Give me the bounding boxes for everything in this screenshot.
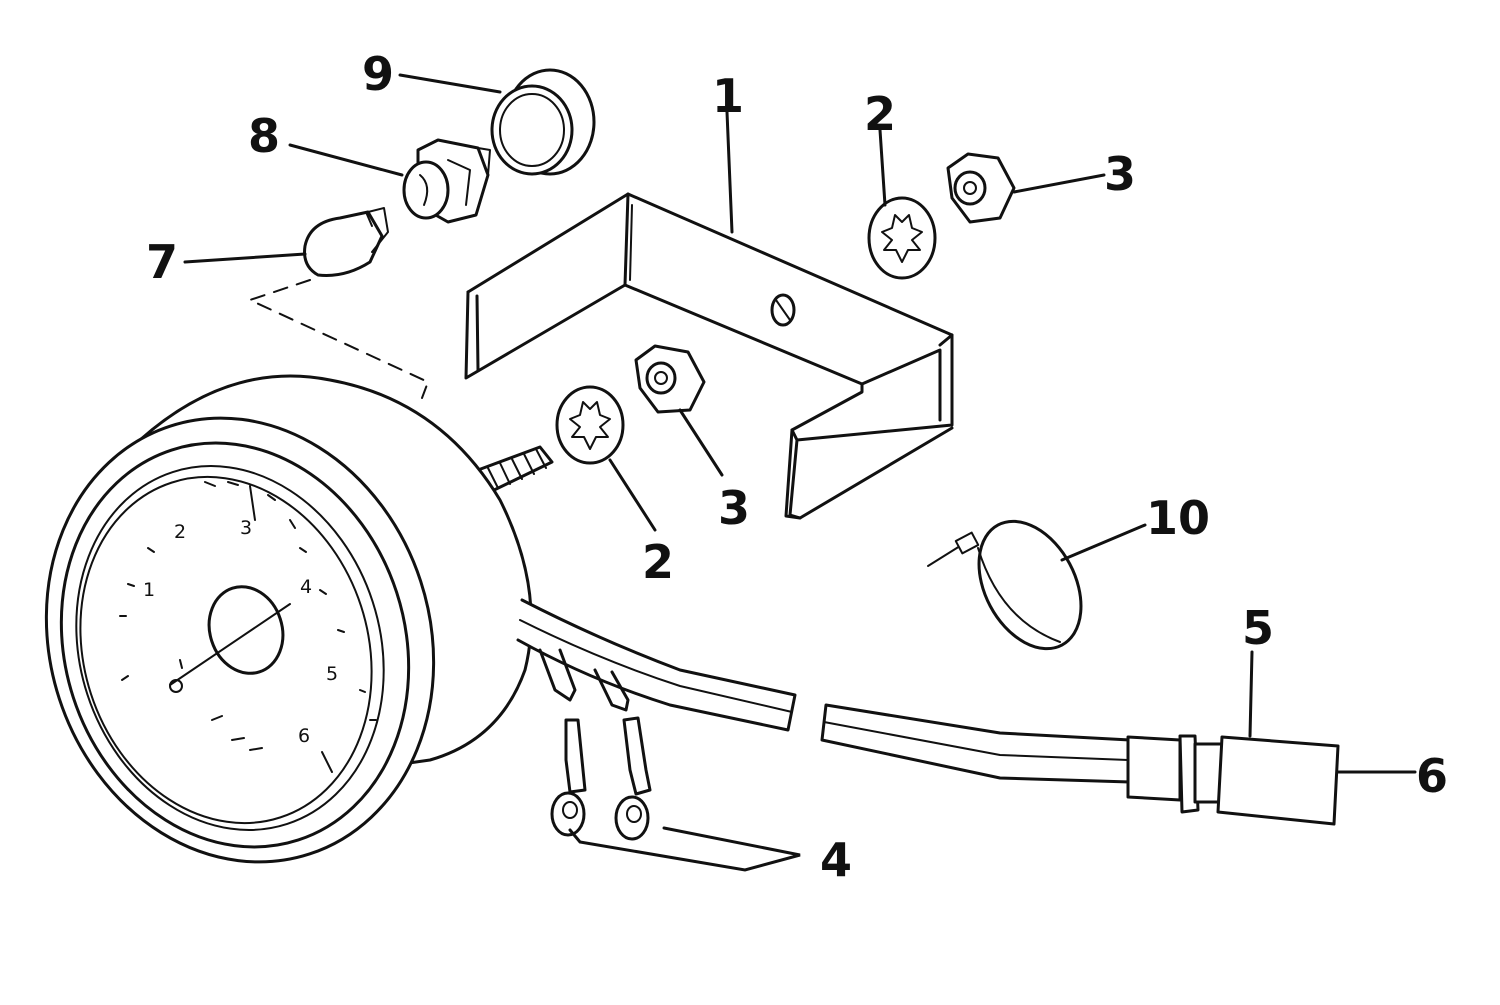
cable-tie-part [927,519,1083,651]
lock-washer-upper [867,196,937,280]
callout-10: 10 [1146,491,1210,545]
lamp-bulb-part [303,207,389,277]
callout-1: 1 [712,69,744,123]
dial-number-5: 5 [326,663,338,685]
hex-nut-lower [634,344,706,414]
callout-2-upper: 2 [864,87,896,141]
callout-6: 6 [1416,749,1448,803]
leader-lines [183,73,1417,872]
bracket-part [464,192,954,520]
callout-2-lower: 2 [642,535,674,589]
dial-number-6: 6 [298,725,310,747]
callout-8: 8 [248,109,280,163]
callout-5: 5 [1242,601,1274,655]
dial-number-3: 3 [240,517,252,539]
lock-washer-lower [555,385,625,465]
callout-3-lower: 3 [718,481,750,535]
callout-7: 7 [146,235,178,289]
ring-terminals-part [550,716,652,841]
callout-labels: 1 2 3 2 3 4 5 6 7 8 9 10 [146,47,1448,887]
wire-harness [516,598,1132,784]
lamp-socket-part [402,138,491,224]
dial-number-4: 4 [300,576,312,598]
hex-nut-upper [946,152,1016,224]
callout-4: 4 [820,833,852,887]
connector-part [1126,734,1340,826]
dial-number-2: 2 [174,521,186,543]
bulb-guide-dashed [249,279,429,399]
dial-number-1: 1 [143,579,155,601]
tachometer-gauge: 1 2 3 4 5 6 [44,374,533,864]
callout-9: 9 [362,47,394,101]
callout-3-upper: 3 [1104,147,1136,201]
socket-boot-part [490,68,596,176]
